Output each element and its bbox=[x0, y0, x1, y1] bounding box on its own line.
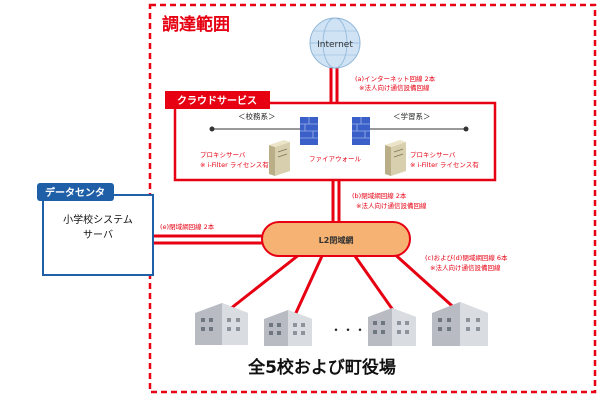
line-a-label: (a)インターネット回線 2本 bbox=[355, 74, 436, 83]
datacenter-system-line1: 小学校システム bbox=[63, 213, 133, 226]
firewall-right-icon bbox=[352, 117, 370, 145]
scope-title: 調達範囲 bbox=[162, 14, 230, 35]
admin-segment-label: ＜校務系＞ bbox=[238, 111, 276, 121]
l2-network-pill bbox=[261, 221, 411, 257]
admin-segment-end-dot bbox=[209, 126, 215, 132]
town-office-building-icon bbox=[432, 302, 488, 346]
line-b-label: (b)閉域網回線 2本 bbox=[352, 191, 407, 200]
l2-to-school1-line bbox=[224, 252, 301, 315]
proxy-left-label: プロキシサーバ bbox=[200, 151, 246, 159]
school-building-1-icon bbox=[195, 303, 248, 345]
line-b-note: ※法人向け通信設備回線 bbox=[356, 201, 427, 210]
connection-lines bbox=[153, 68, 462, 316]
schools-caption: 全5校および町役場 bbox=[247, 357, 396, 378]
cloud-service-title-tag bbox=[165, 91, 270, 109]
line-a-note: ※法人向け通信設備回線 bbox=[359, 83, 430, 92]
internet-label: Internet bbox=[317, 40, 353, 50]
study-segment-end-dot bbox=[463, 126, 469, 132]
datacenter-system-line2: サーバ bbox=[83, 229, 113, 241]
line-cd-note: ※法人向け通信設備回線 bbox=[430, 263, 501, 272]
school-building-2-icon bbox=[264, 310, 312, 346]
firewall-left-icon bbox=[300, 117, 318, 145]
l2-to-school3-line bbox=[353, 255, 397, 314]
l2-network-label: L2閉域網 bbox=[319, 235, 354, 245]
datacenter-box bbox=[42, 194, 154, 276]
datacenter-title: データセンタ bbox=[45, 186, 105, 199]
proxy-right-note: ※ i-Filter ライセンス有 bbox=[410, 160, 479, 169]
firewall-label: ファイアウォール bbox=[309, 155, 362, 163]
line-cd-label: (c)および(d)閉域網回線 6本 bbox=[425, 253, 508, 262]
l2-to-school4-line bbox=[388, 248, 462, 315]
line-e-label: (e)閉域網回線 2本 bbox=[160, 222, 215, 231]
school-building-3-icon bbox=[368, 308, 416, 346]
datacenter-title-tag bbox=[37, 183, 114, 201]
cloud-service-title: クラウドサービス bbox=[177, 94, 257, 107]
l2-to-school2-line bbox=[293, 255, 324, 316]
proxy-left-note: ※ i-Filter ライセンス有 bbox=[200, 160, 269, 169]
proxy-server-left-icon bbox=[269, 140, 290, 176]
cloud-service-box bbox=[173, 101, 497, 182]
internet-globe-icon bbox=[309, 17, 361, 69]
schools-ellipsis: ・・・ bbox=[330, 323, 366, 337]
proxy-right-label: プロキシサーバ bbox=[410, 151, 456, 159]
proxy-server-right-icon bbox=[385, 140, 406, 176]
study-segment-label: ＜学習系＞ bbox=[393, 111, 431, 121]
